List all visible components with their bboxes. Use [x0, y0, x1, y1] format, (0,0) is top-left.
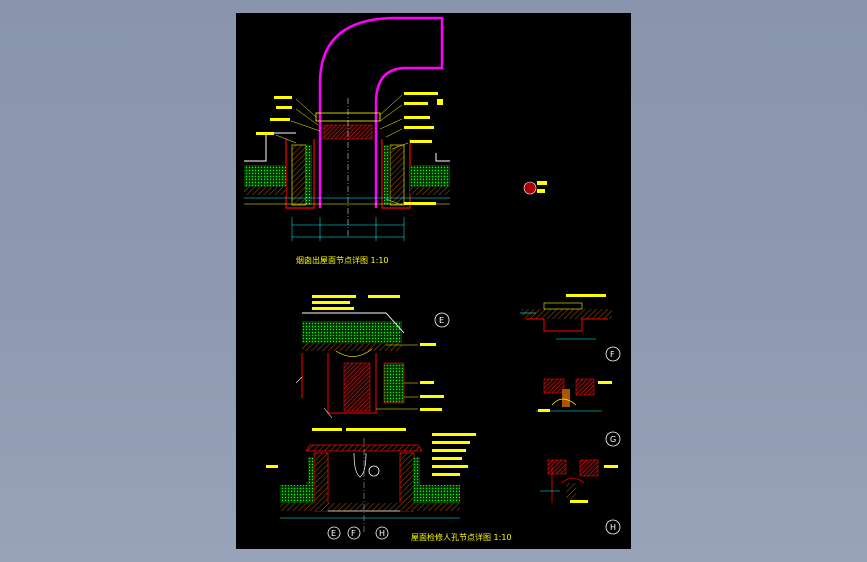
- chimney-detail-title: 烟囱出屋面节点详图 1:10: [296, 255, 389, 265]
- detail-h: H: [540, 459, 621, 535]
- detail-e: E: [295, 295, 450, 419]
- detail-f-symbol: F: [610, 350, 615, 359]
- roof-hatch-detail-title: 屋面检修人孔节点详图 1:10: [411, 532, 512, 542]
- hatch-section-h: H: [379, 529, 385, 538]
- chimney-pipe-bend: [318, 16, 444, 123]
- roof-hatch-detail: E F H: [266, 428, 476, 540]
- hatch-section-e: E: [331, 529, 336, 538]
- detail-h-symbol: H: [610, 523, 616, 532]
- side-marker: [523, 181, 547, 195]
- detail-e-symbol: E: [439, 316, 444, 325]
- detail-f: F: [520, 294, 621, 362]
- chimney-detail: [244, 16, 450, 241]
- cad-drawing-canvas: 烟囱出屋面节点详图 1:10 E F: [244, 16, 621, 542]
- drawing-sheet[interactable]: 烟囱出屋面节点详图 1:10 E F: [236, 13, 631, 549]
- detail-g: G: [536, 378, 621, 447]
- detail-g-symbol: G: [610, 435, 616, 444]
- hatch-section-f: F: [351, 529, 356, 538]
